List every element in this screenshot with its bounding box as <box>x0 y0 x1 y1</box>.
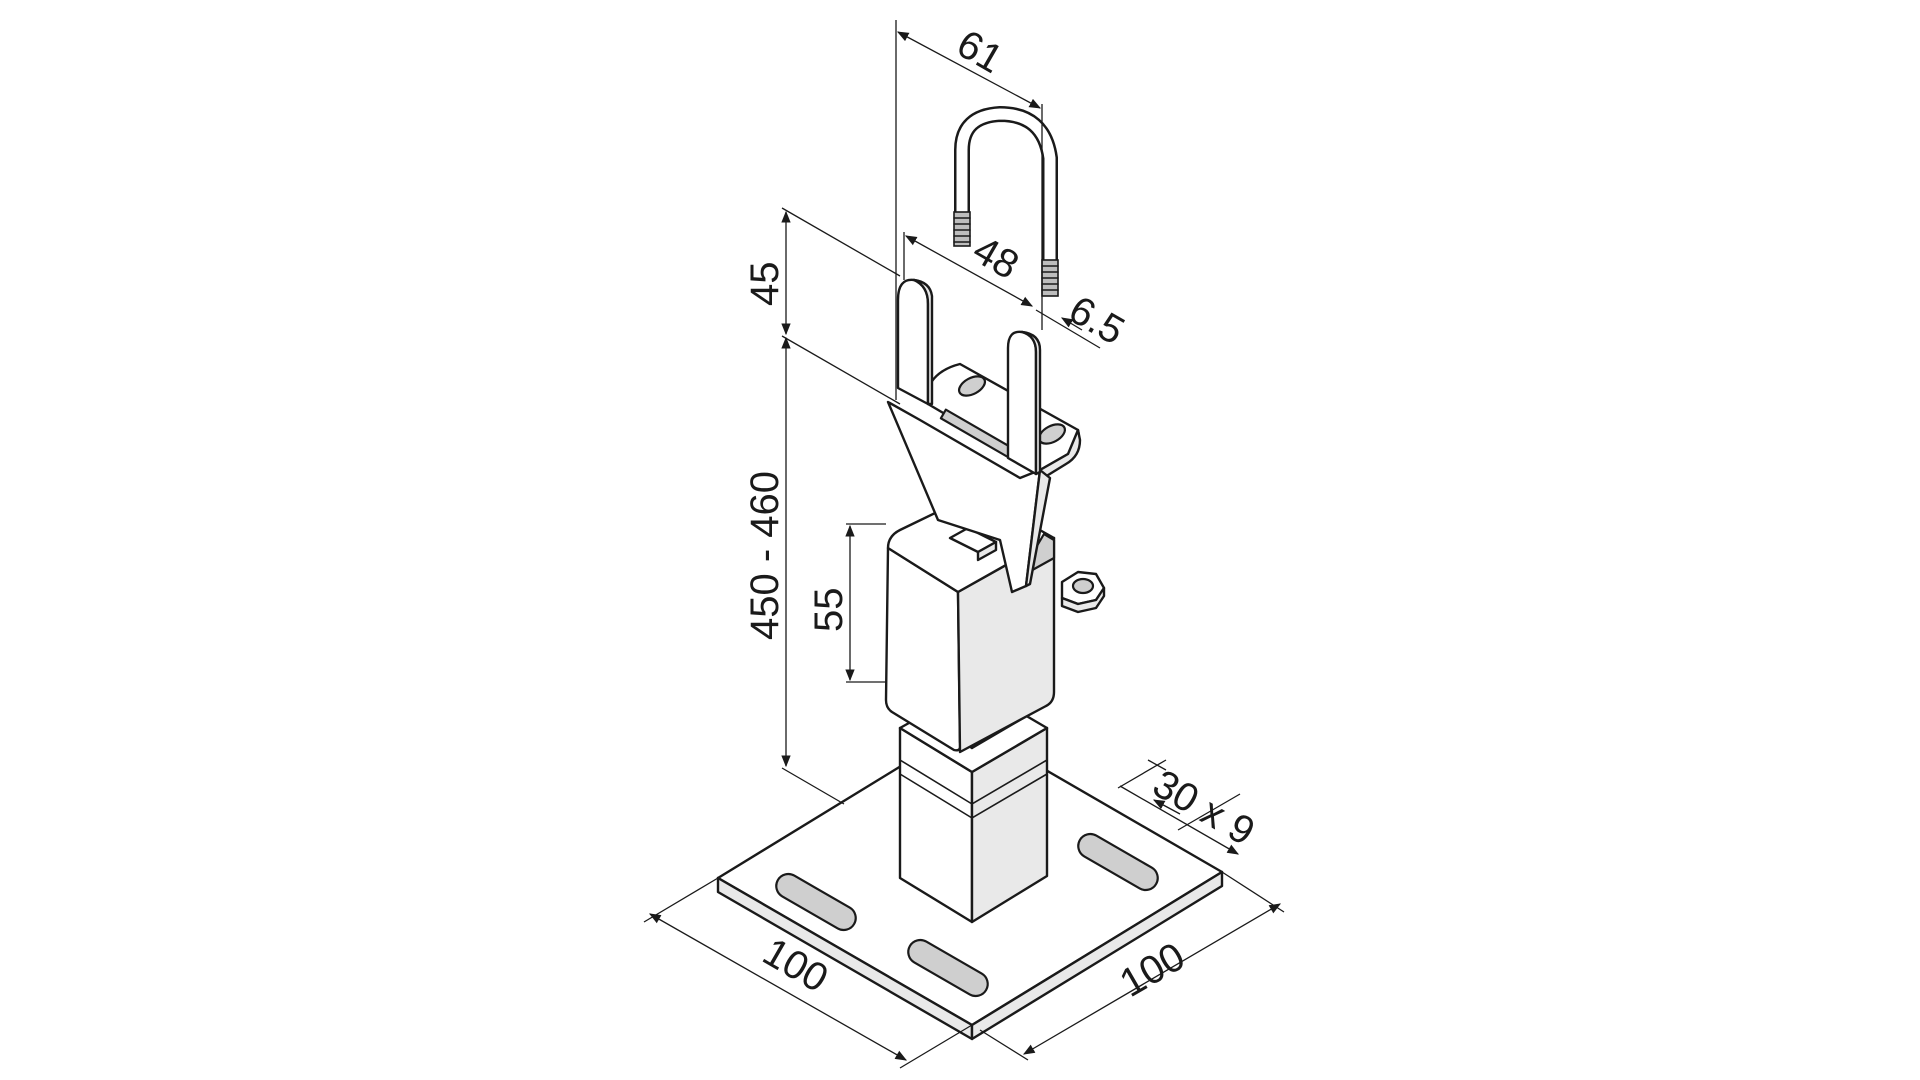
dim-6-5: 6.5 <box>1062 288 1132 354</box>
plate-slot-right <box>1077 832 1159 892</box>
plate-slot-bottom <box>907 938 989 998</box>
dim-61: 61 <box>950 22 1011 82</box>
dim-48: 48 <box>966 228 1027 288</box>
dim-55: 55 <box>807 588 851 633</box>
u-bolt-thread-left <box>953 211 971 247</box>
dimension-lines <box>643 20 1285 1069</box>
hex-nut <box>1060 570 1106 614</box>
u-bolt-thread-right <box>1041 259 1059 297</box>
dim-45: 45 <box>743 262 787 307</box>
dim-450-460: 450 - 460 <box>743 471 787 640</box>
